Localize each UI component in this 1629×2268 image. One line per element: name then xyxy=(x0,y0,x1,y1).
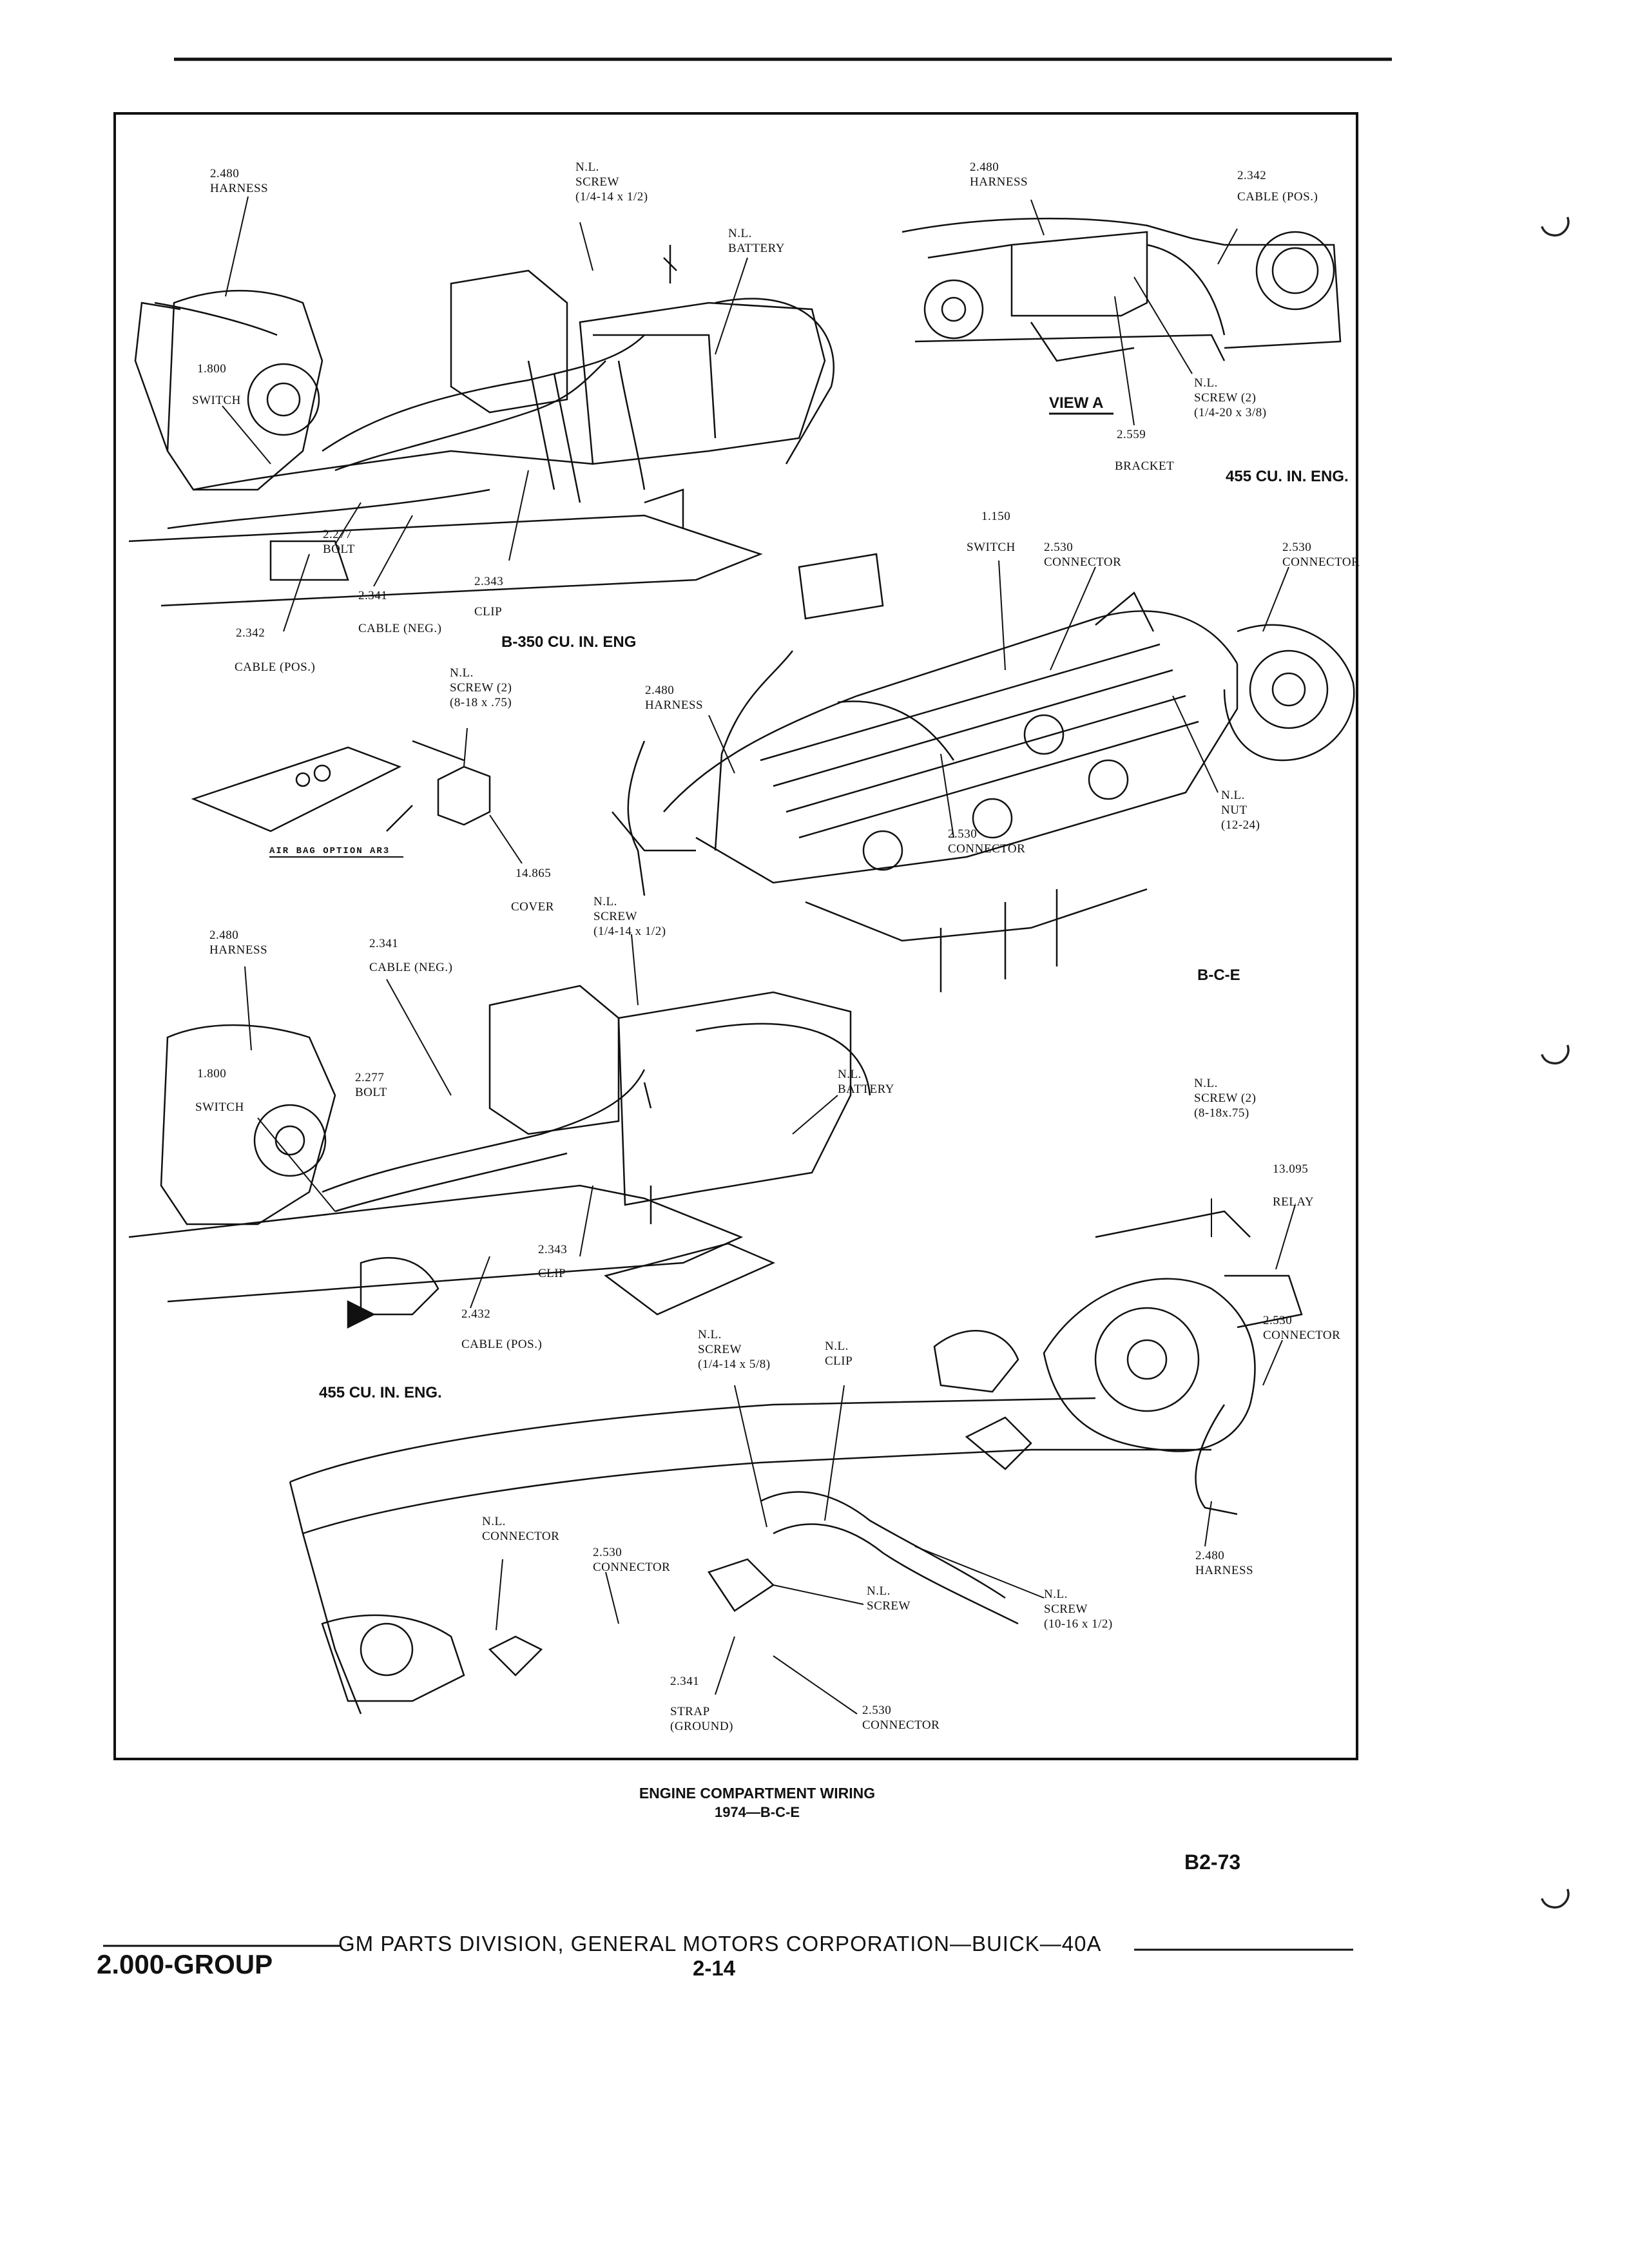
leader-lines xyxy=(222,196,1296,1715)
tl-battery-callout: N.L.BATTERY xyxy=(728,227,785,255)
view-a-title: VIEW A xyxy=(1049,394,1104,412)
diagram-frame xyxy=(113,112,1358,1760)
tl-cable-pos-label: CABLE (POS.) xyxy=(235,660,316,674)
tl-cable-pos-number: 2.342 xyxy=(236,626,265,640)
va-bracket-label: BRACKET xyxy=(1115,459,1175,473)
footer-page-number: 2-14 xyxy=(693,1956,736,1980)
ml-screw-callout: N.L.SCREW(1/4-14 x 1/2) xyxy=(593,895,666,938)
br-screw-callout: N.L.SCREW (2)(8-18x.75) xyxy=(1194,1077,1257,1120)
bce-engine-drawing xyxy=(612,553,1355,992)
eng-switch-label: SWITCH xyxy=(967,541,1016,554)
bot-nl-screw-callout: N.L.SCREW xyxy=(867,1584,911,1613)
tl-cable-neg-number: 2.341 xyxy=(358,589,388,602)
ml-battery-callout: N.L.BATTERY xyxy=(838,1068,894,1096)
footer-publisher: GM PARTS DIVISION, GENERAL MOTORS CORPOR… xyxy=(338,1932,1102,1956)
airbag-drawing xyxy=(191,740,491,832)
va-screw-callout: N.L.SCREW (2)(1/4-20 x 3/8) xyxy=(1194,376,1267,419)
airbag-cover-number: 14.865 xyxy=(516,867,552,880)
firewall-drawing xyxy=(289,1210,1303,1715)
va-bracket-number: 2.559 xyxy=(1117,428,1146,441)
bot-clip-callout: N.L.CLIP xyxy=(825,1340,853,1368)
tl-switch-number: 1.800 xyxy=(197,362,227,376)
airbag-cover-label: COVER xyxy=(511,900,554,914)
view-a-drawing xyxy=(901,217,1342,362)
bot-nl-screw2-callout: N.L.SCREW(10-16 x 1/2) xyxy=(1044,1588,1113,1631)
lower-455-section-title: 455 CU. IN. ENG. xyxy=(319,1384,442,1401)
page-code: B2-73 xyxy=(1184,1850,1241,1874)
airbag-screw-callout: N.L.SCREW (2)(8-18 x .75) xyxy=(450,666,512,709)
airbag-option-label: AIR BAG OPTION AR3 xyxy=(269,846,390,856)
bce-section-title: B-C-E xyxy=(1197,966,1240,984)
tl-screw-callout: N.L.SCREW(1/4-14 x 1/2) xyxy=(575,160,648,204)
tl-cable-neg-label: CABLE (NEG.) xyxy=(358,622,442,635)
b350-engine-drawing xyxy=(128,245,834,607)
bot-nl-connector-callout: N.L.CONNECTOR xyxy=(482,1515,560,1543)
eng-nut-callout: N.L.NUT(12-24) xyxy=(1221,789,1260,832)
footer-group: 2.000-GROUP xyxy=(97,1949,273,1979)
ml-switch-label: SWITCH xyxy=(195,1100,244,1114)
view-a-455-title: 455 CU. IN. ENG. xyxy=(1226,468,1349,485)
caption-subtitle: 1974—B-C-E xyxy=(714,1804,800,1820)
eng-switch-number: 1.150 xyxy=(981,510,1011,523)
bot-screw-callout: N.L.SCREW(1/4-14 x 5/8) xyxy=(698,1328,771,1371)
455-engine-drawing xyxy=(128,985,871,1329)
caption-title: ENGINE COMPARTMENT WIRING xyxy=(639,1785,876,1802)
tl-switch-label: SWITCH xyxy=(192,394,241,407)
ml-switch-number: 1.800 xyxy=(197,1067,227,1081)
b350-section-title: B-350 CU. IN. ENG xyxy=(501,633,637,651)
